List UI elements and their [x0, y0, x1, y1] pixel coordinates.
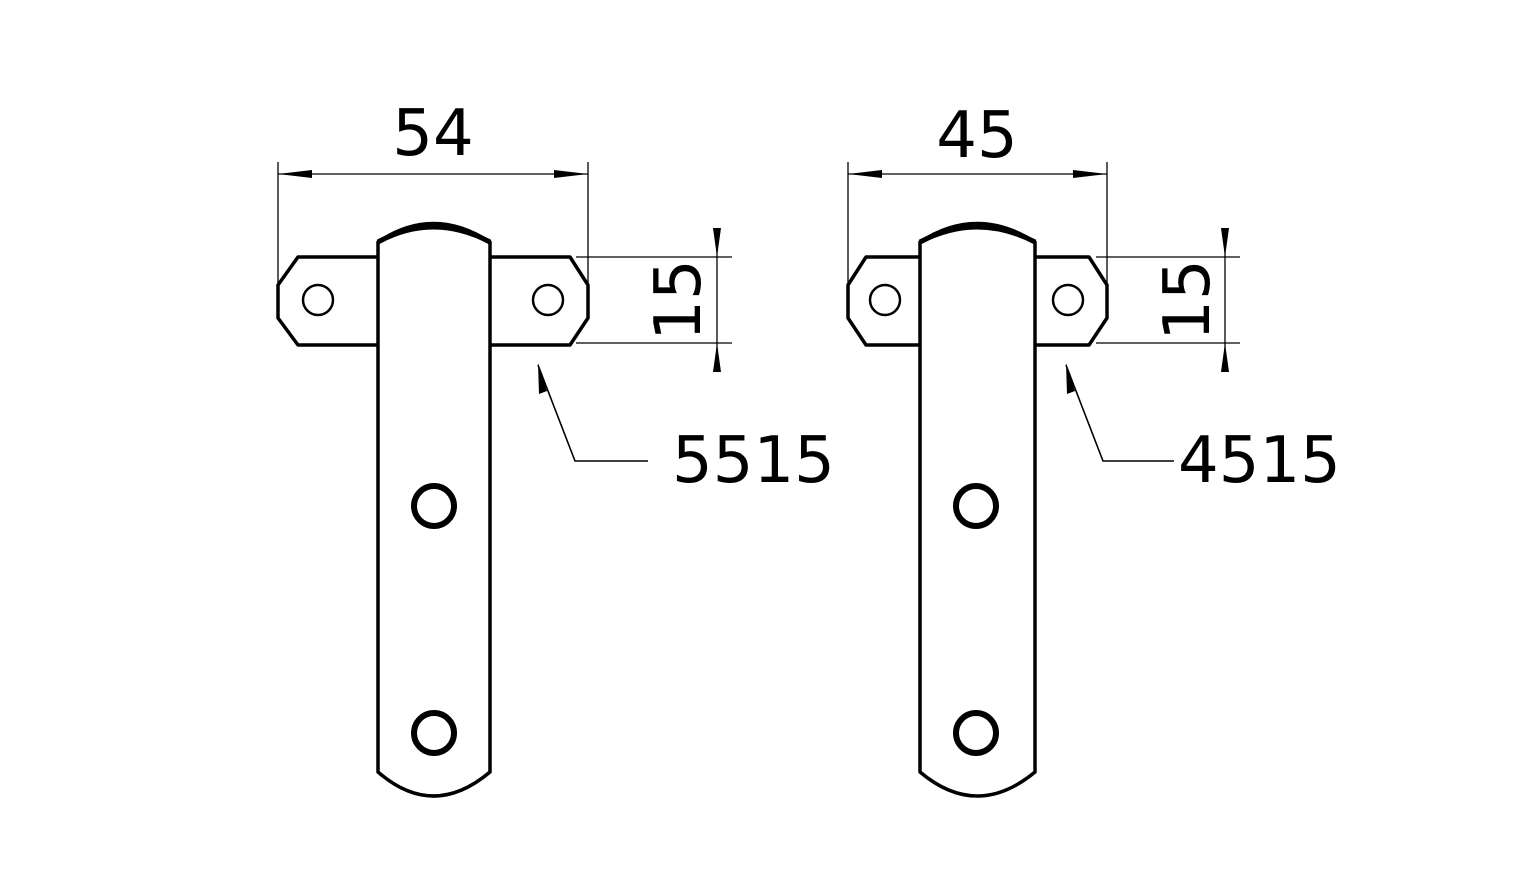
left-part-top-cap	[376, 224, 492, 245]
left-height-arrow-bottom	[713, 343, 721, 372]
right-part-top-cap	[918, 224, 1037, 245]
left-width-arrow-left	[278, 170, 312, 178]
right-height-label: 15	[1151, 259, 1225, 340]
left-width-label: 54	[392, 97, 473, 171]
left-width-arrow-right	[554, 170, 588, 178]
left-callout-leader	[537, 364, 648, 462]
right-callout: 4515	[1065, 363, 1341, 498]
left-part-lower-bolt-hole	[411, 710, 457, 756]
left-callout: 5515	[537, 363, 835, 498]
left-callout-label: 5515	[672, 424, 835, 498]
left-part-upper-bolt-hole	[411, 483, 457, 529]
right-height-arrow-top	[1221, 228, 1229, 257]
left-height-arrow-top	[713, 228, 721, 257]
right-callout-arrow	[1066, 363, 1075, 394]
right-part-upper-bolt-hole	[953, 483, 999, 529]
right-part	[846, 221, 1109, 798]
right-width-arrow-right	[1073, 170, 1107, 178]
left-part	[276, 221, 590, 798]
left-part-left-ear-hole	[301, 283, 335, 317]
right-height-arrow-bottom	[1221, 343, 1229, 372]
left-part-right-ear-hole	[531, 283, 565, 317]
left-width-dimension: 54	[277, 97, 589, 285]
left-height-label: 15	[642, 259, 716, 340]
right-part-lower-bolt-hole	[953, 710, 999, 756]
right-callout-leader	[1065, 364, 1174, 462]
right-part-right-ear-hole	[1051, 283, 1085, 317]
left-height-dimension: 15	[576, 228, 732, 372]
right-callout-label: 4515	[1178, 424, 1341, 498]
left-callout-arrow	[538, 363, 547, 394]
right-width-dimension: 45	[847, 99, 1108, 285]
right-part-left-ear-hole	[868, 283, 902, 317]
right-height-dimension: 15	[1096, 228, 1240, 372]
right-width-arrow-left	[848, 170, 882, 178]
right-width-label: 45	[936, 99, 1017, 173]
